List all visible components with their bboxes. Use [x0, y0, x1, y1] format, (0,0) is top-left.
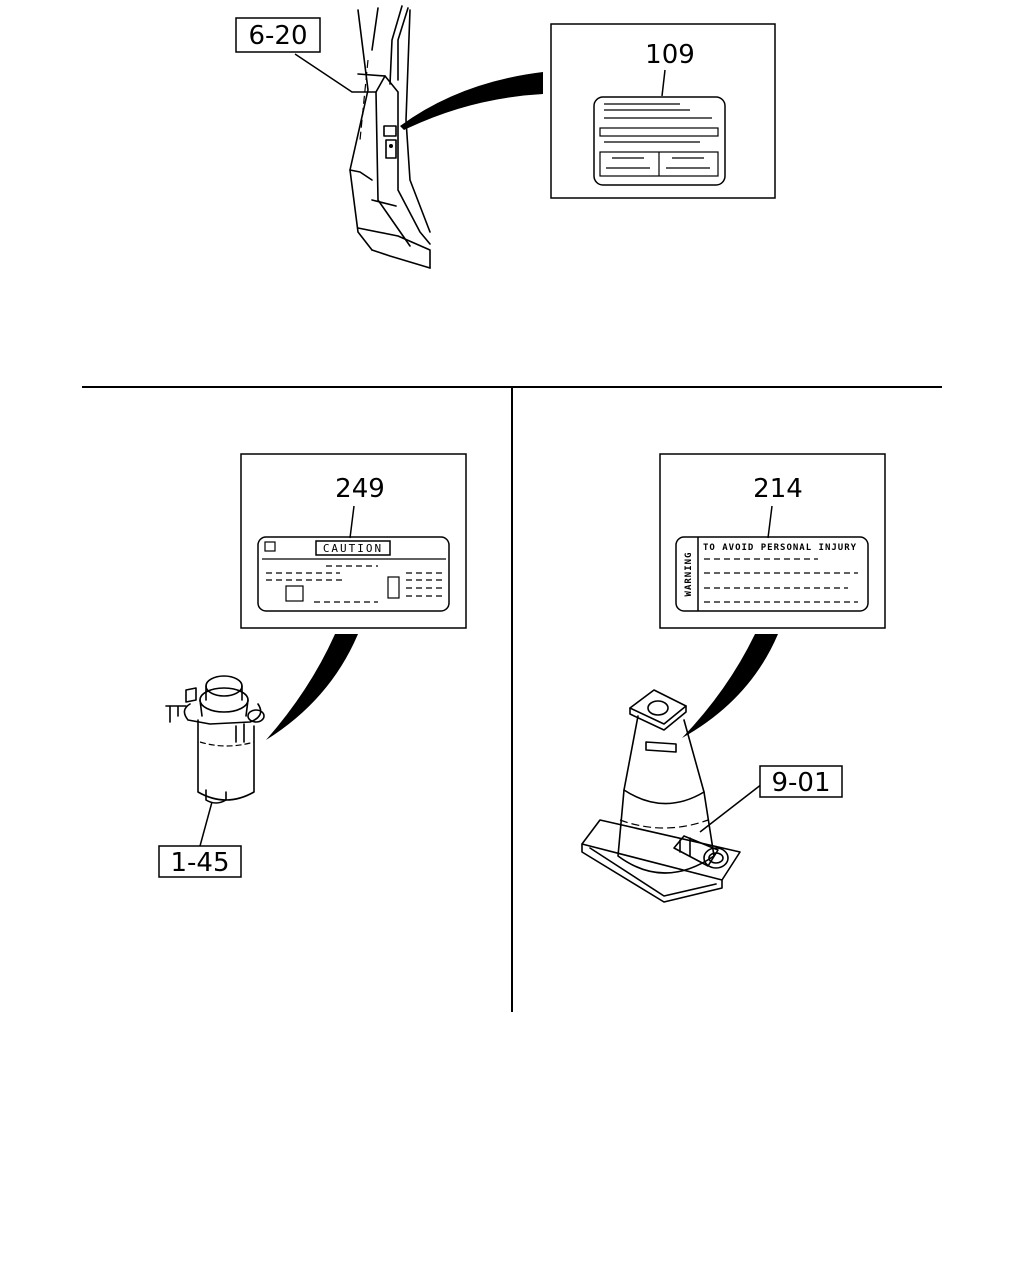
fuel-filter-drawing	[165, 675, 265, 804]
label-box-214: 214 WARNING TO AVOID PERSONAL INJURY	[659, 453, 886, 629]
pillar-panel-drawing	[349, 5, 431, 269]
leader-214	[682, 634, 778, 738]
svg-text:1-45: 1-45	[170, 848, 229, 878]
svg-text:214: 214	[753, 474, 803, 504]
svg-text:6-20: 6-20	[248, 21, 307, 51]
caution-text: CAUTION	[323, 542, 383, 555]
callout-1-45: 1-45	[158, 801, 242, 878]
svg-text:9-01: 9-01	[771, 768, 830, 798]
label-box-109: 109	[550, 23, 776, 199]
svg-text:109: 109	[645, 40, 695, 70]
warning-subtitle: TO AVOID PERSONAL INJURY	[703, 543, 857, 553]
leader-109	[400, 72, 543, 130]
label-box-249: 249 CAUTION	[240, 453, 467, 629]
svg-text:249: 249	[335, 474, 385, 504]
leader-249	[266, 634, 358, 740]
callout-6-20: 6-20	[235, 17, 353, 93]
callout-9-01: 9-01	[699, 765, 843, 833]
bottle-jack-drawing	[581, 689, 741, 903]
warning-text: WARNING	[684, 552, 694, 597]
